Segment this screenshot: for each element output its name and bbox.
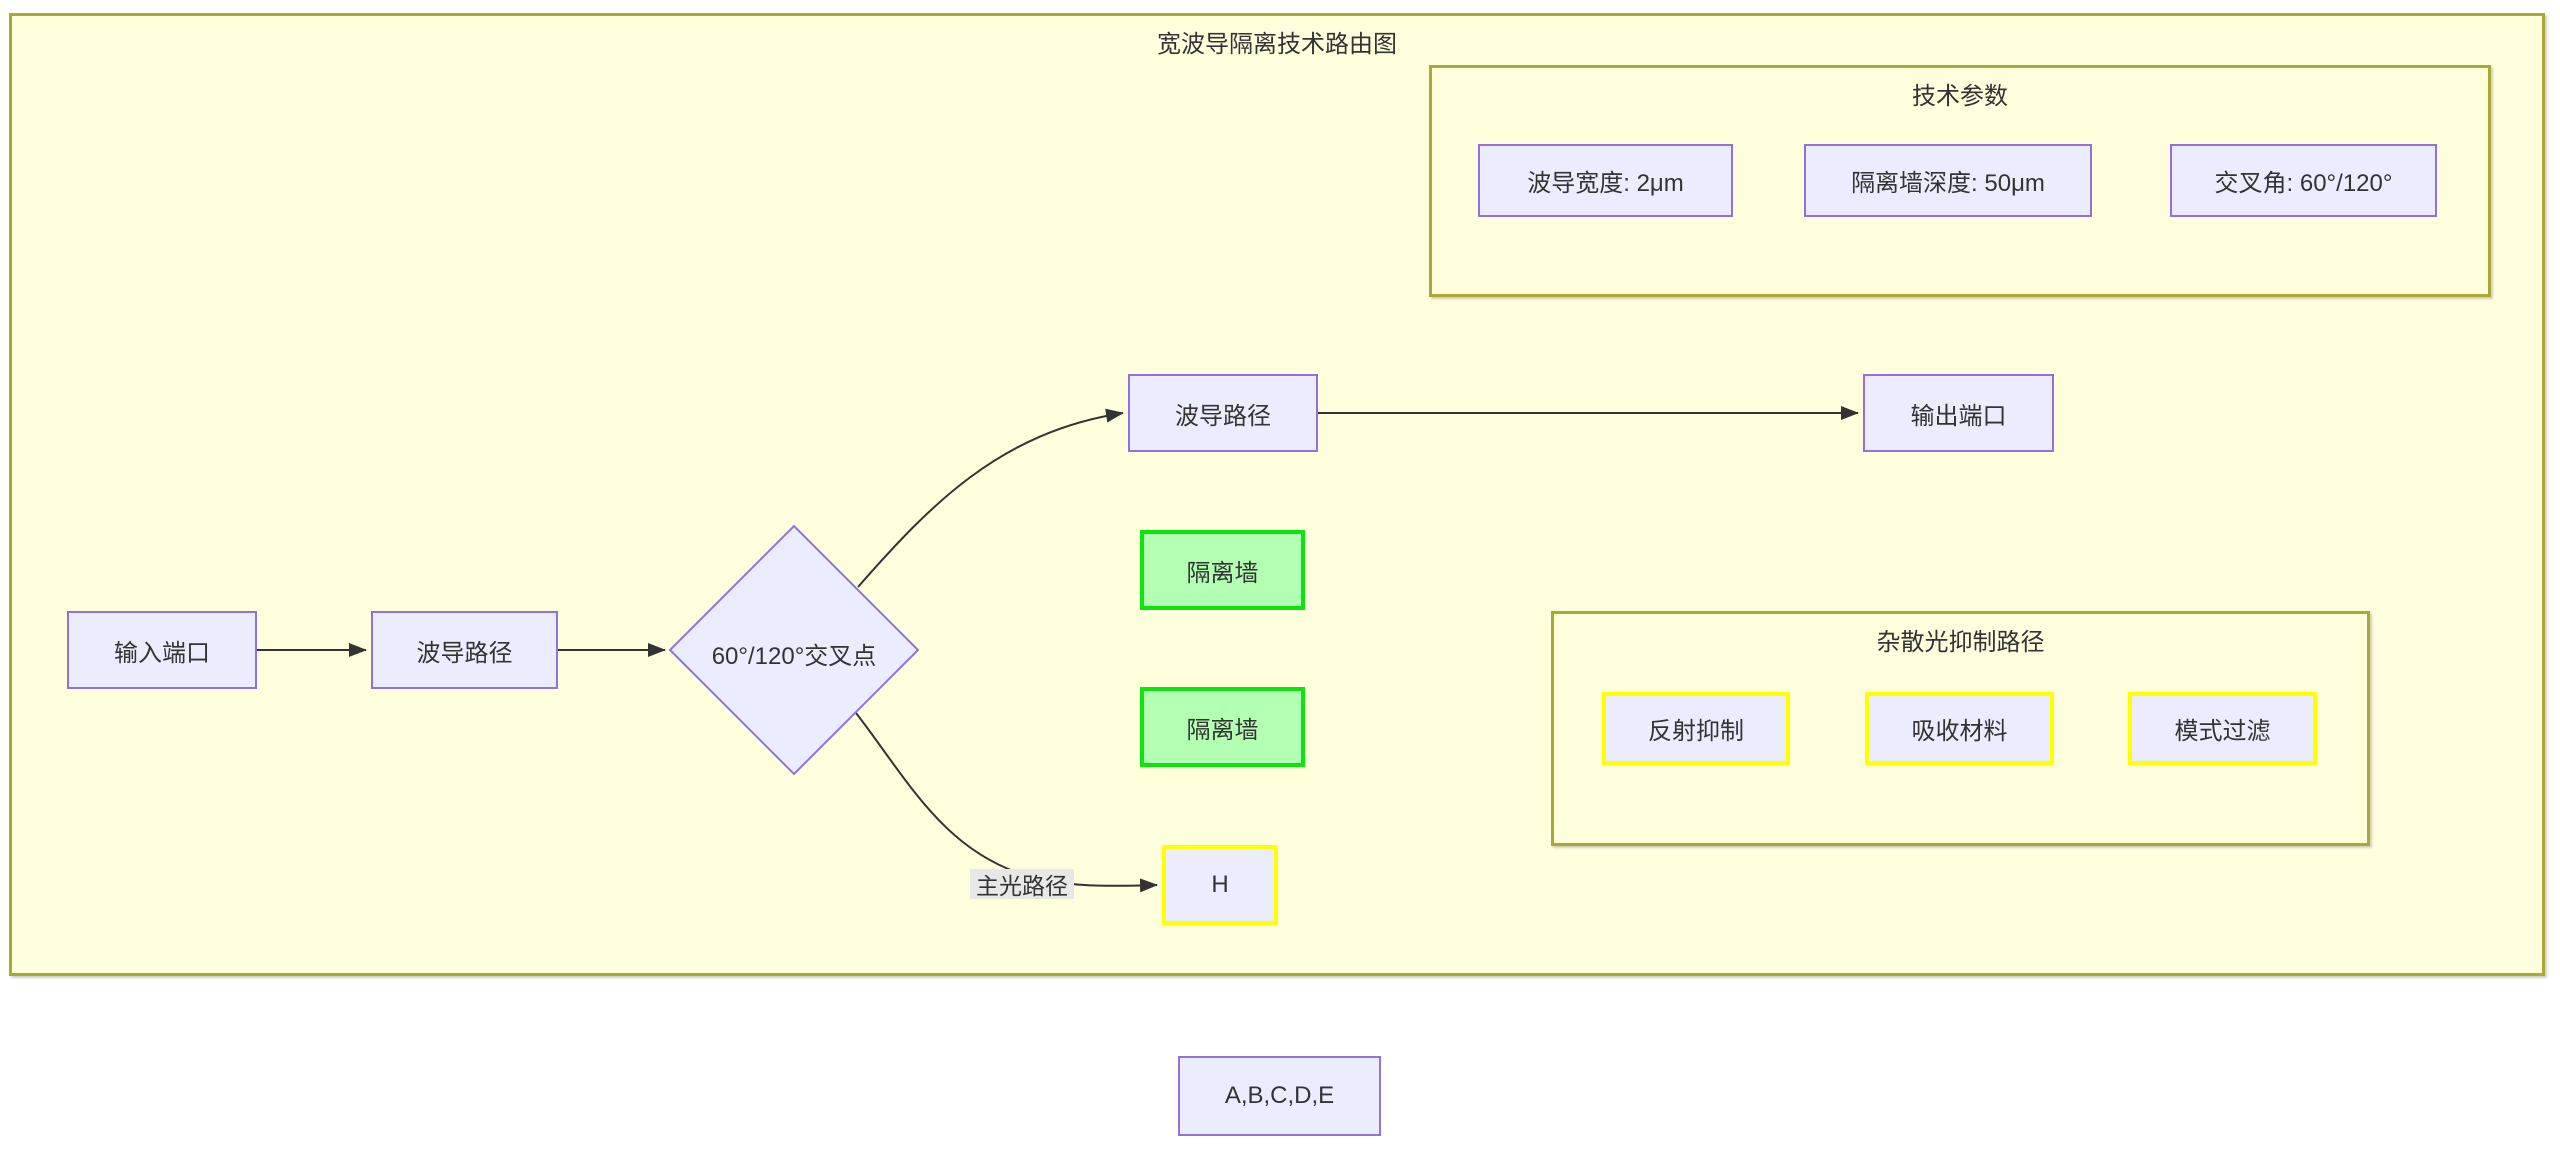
node-reflection-suppression-label: 反射抑制 bbox=[1648, 718, 1744, 745]
node-waveguide-width-param-label: 波导宽度: 2μm bbox=[1527, 170, 1684, 197]
node-waveguide-path-left: 波导路径 bbox=[371, 611, 558, 689]
node-abcde-label: A,B,C,D,E bbox=[1224, 1082, 1335, 1109]
edge-crosspoint-to-h bbox=[855, 712, 1158, 893]
node-mode-filter: 模式过滤 bbox=[2128, 692, 2317, 765]
node-cross-angle-param: 交叉角: 60°/120° bbox=[2170, 144, 2437, 217]
node-output-port-label: 输出端口 bbox=[1910, 402, 2007, 430]
node-input-port: 输入端口 bbox=[67, 611, 257, 689]
edge-crosspoint-to-waveguide-top bbox=[857, 408, 1124, 588]
node-waveguide-path-top: 波导路径 bbox=[1128, 374, 1318, 452]
diagram-title: 宽波导隔离技术路由图 bbox=[1157, 31, 1397, 58]
node-isolation-wall-top: 隔离墙 bbox=[1140, 530, 1305, 610]
node-isolation-wall-top-label: 隔离墙 bbox=[1186, 559, 1259, 587]
node-isolation-depth-param: 隔离墙深度: 50μm bbox=[1804, 144, 2092, 217]
node-isolation-depth-param-label: 隔离墙深度: 50μm bbox=[1851, 170, 2045, 197]
node-absorbing-material-label: 吸收材料 bbox=[1911, 718, 2008, 745]
node-isolation-wall-bottom: 隔离墙 bbox=[1140, 687, 1305, 767]
cluster-stray-light-title: 杂散光抑制路径 bbox=[1876, 629, 2045, 656]
node-waveguide-path-left-label: 波导路径 bbox=[416, 639, 513, 667]
edge-label-main-light-path: 主光路径 bbox=[970, 869, 1074, 899]
node-isolation-wall-bottom-label: 隔离墙 bbox=[1186, 716, 1259, 744]
cluster-tech-params-title: 技术参数 bbox=[1912, 83, 2008, 110]
node-cross-angle-param-label: 交叉角: 60°/120° bbox=[2214, 170, 2393, 197]
node-absorbing-material: 吸收材料 bbox=[1865, 692, 2054, 765]
node-output-port: 输出端口 bbox=[1863, 374, 2054, 452]
node-mode-filter-label: 模式过滤 bbox=[2174, 718, 2271, 745]
node-cross-point-label: 60°/120°交叉点 bbox=[711, 643, 877, 670]
node-waveguide-path-top-label: 波导路径 bbox=[1175, 402, 1271, 430]
node-reflection-suppression: 反射抑制 bbox=[1602, 692, 1790, 765]
node-waveguide-width-param: 波导宽度: 2μm bbox=[1478, 144, 1733, 217]
node-cross-point-shape bbox=[668, 524, 920, 776]
node-abcde: A,B,C,D,E bbox=[1178, 1056, 1381, 1136]
node-h-label: H bbox=[1211, 871, 1229, 898]
node-input-port-label: 输入端口 bbox=[114, 639, 210, 667]
node-h: H bbox=[1162, 845, 1278, 925]
